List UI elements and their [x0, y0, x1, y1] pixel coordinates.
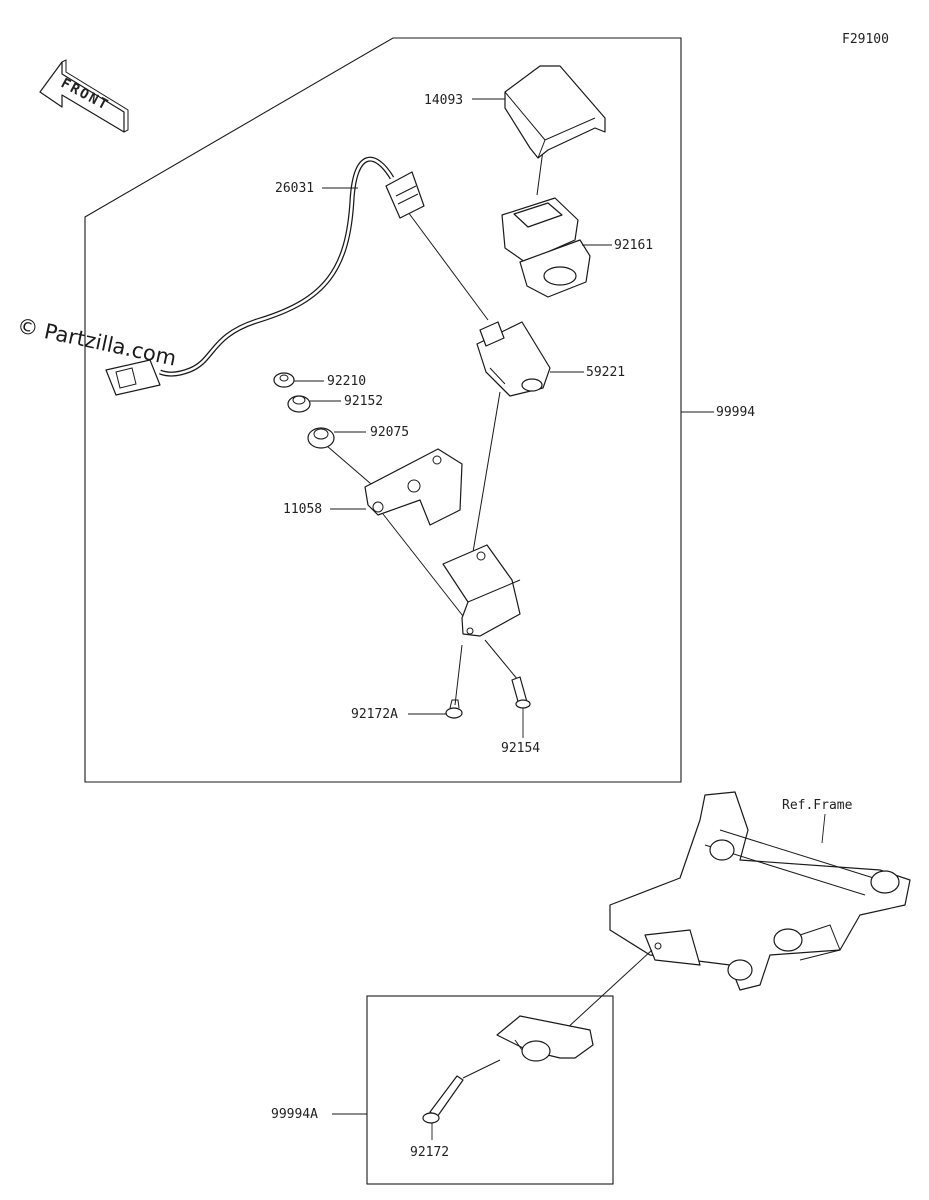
- part-92075-grommet: [307, 427, 335, 449]
- label-92075: 92075: [370, 425, 409, 440]
- figure-code: F29100: [842, 32, 889, 47]
- label-99994a: 99994A: [271, 1107, 318, 1122]
- label-92161: 92161: [614, 238, 653, 253]
- label-92152: 92152: [344, 394, 383, 409]
- part-92172-screw: [422, 1059, 501, 1124]
- part-26031-harness: [105, 156, 425, 396]
- part-92210-nut: [273, 372, 295, 388]
- label-11058: 11058: [283, 502, 322, 517]
- label-92210: 92210: [327, 374, 366, 389]
- part-92161-holder: [501, 197, 591, 298]
- leader-lines: [294, 98, 714, 1140]
- label-14093: 14093: [424, 93, 463, 108]
- label-92172a: 92172A: [351, 707, 398, 722]
- label-26031: 26031: [275, 181, 314, 196]
- kit-boundary-99994: [84, 37, 682, 783]
- part-11058-bracket: [364, 448, 463, 526]
- reference-frame: Ref.Frame: [609, 791, 911, 991]
- label-92172: 92172: [410, 1145, 449, 1160]
- front-direction-arrow-icon: FRONT: [39, 59, 129, 133]
- part-14093-cover: [504, 65, 606, 159]
- label-92154: 92154: [501, 741, 540, 756]
- part-92152-collar: [287, 395, 311, 413]
- watermark: © Partzilla.com: [15, 313, 179, 370]
- part-59221-module: [476, 321, 551, 397]
- part-99994a-sensor: [496, 1015, 594, 1062]
- label-59221: 59221: [586, 365, 625, 380]
- part-lower-bracket: [442, 544, 521, 637]
- ref-frame-label: Ref.Frame: [782, 798, 853, 813]
- label-99994: 99994: [716, 405, 755, 420]
- part-labels: 14093 26031 92161 59221 92210 92152 9207…: [271, 93, 755, 1160]
- part-92154-bolt: [511, 676, 531, 709]
- part-92172a-screw: [445, 699, 463, 719]
- kit-boundary-99994a: [366, 949, 653, 1185]
